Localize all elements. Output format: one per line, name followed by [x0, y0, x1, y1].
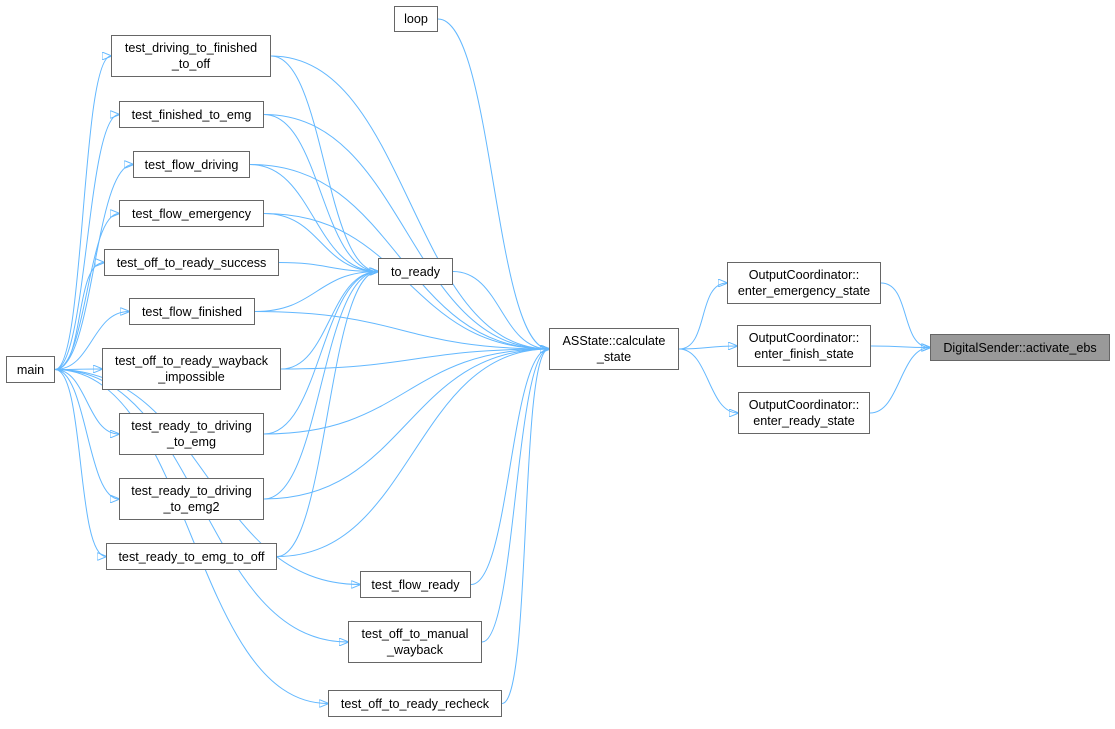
node-label: OutputCoordinator::: [748, 268, 860, 282]
edge-t_rtde2-to-calc: [263, 349, 549, 500]
node-test-off-to-ready-wayback-impossible[interactable]: test_off_to_ready_wayback _impossible: [102, 348, 281, 390]
edge-t_otrwi-to-calc: [280, 349, 549, 370]
node-loop[interactable]: loop: [394, 6, 438, 32]
edge-t_fr-to-calc: [470, 349, 549, 585]
node-label: test_ready_to_emg_to_off: [118, 549, 265, 564]
edge-oc_finish-to-target: [870, 346, 930, 348]
node-label: test_off_to_manual: [361, 627, 469, 641]
node-label: test_flow_emergency: [131, 206, 251, 221]
node-label: test_off_to_ready_success: [116, 255, 267, 270]
node-test-flow-emergency[interactable]: test_flow_emergency: [119, 200, 264, 227]
node-test-ready-to-driving-to-emg[interactable]: test_ready_to_driving _to_emg: [119, 413, 264, 455]
edge-calc-to-oc_emg: [678, 283, 727, 350]
node-label: to_ready: [390, 264, 440, 279]
edge-main-to-t_dfo: [54, 56, 111, 370]
edge-t_rteo-to-calc: [276, 349, 549, 557]
node-label: test_ready_to_driving: [131, 484, 252, 498]
edge-t_fte-to-calc: [263, 114, 549, 350]
node-label: _wayback: [386, 643, 443, 657]
edge-t_rtde-to-calc: [263, 349, 549, 435]
node-label: ASState::calculate: [562, 334, 666, 348]
node-label: OutputCoordinator::: [748, 398, 860, 412]
edge-t_otrr-to-calc: [501, 349, 549, 704]
node-label: test_finished_to_emg: [131, 107, 252, 122]
node-label: test_flow_finished: [141, 304, 243, 319]
node-label: _state: [596, 350, 632, 364]
node-test-flow-ready[interactable]: test_flow_ready: [360, 571, 471, 598]
node-test-finished-to-emg[interactable]: test_finished_to_emg: [119, 101, 264, 128]
node-test-off-to-ready-recheck[interactable]: test_off_to_ready_recheck: [328, 690, 502, 717]
node-label: test_flow_ready: [371, 577, 460, 592]
edge-t_ff-to-calc: [254, 311, 549, 350]
edge-t_fd-to-to_ready: [249, 164, 378, 272]
edge-t_rtde2-to-to_ready: [263, 272, 378, 500]
node-label: enter_finish_state: [754, 347, 854, 361]
edge-t_ff-to-to_ready: [254, 272, 378, 312]
node-label: DigitalSender::activate_ebs: [943, 340, 1097, 355]
node-enter-emergency-state[interactable]: OutputCoordinator:: enter_emergency_stat…: [727, 262, 881, 304]
edge-main-to-t_rtde: [54, 369, 119, 435]
edge-to_ready-to-calc: [452, 271, 549, 350]
node-enter-ready-state[interactable]: OutputCoordinator:: enter_ready_state: [738, 392, 870, 434]
edge-t_fe-to-to_ready: [263, 213, 378, 272]
edge-calc-to-oc_finish: [678, 346, 737, 349]
node-label: test_off_to_ready_wayback: [114, 354, 269, 368]
edge-t_fte-to-to_ready: [263, 114, 378, 272]
node-test-flow-driving[interactable]: test_flow_driving: [133, 151, 250, 178]
node-test-flow-finished[interactable]: test_flow_finished: [129, 298, 255, 325]
node-label: test_off_to_ready_recheck: [340, 696, 490, 711]
node-label: _impossible: [158, 370, 225, 384]
node-enter-finish-state[interactable]: OutputCoordinator:: enter_finish_state: [737, 325, 871, 367]
node-label: _to_emg2: [163, 500, 220, 514]
edge-oc_emg-to-target: [880, 282, 930, 348]
node-label: loop: [404, 12, 428, 26]
edge-main-to-t_rtde2: [54, 369, 119, 500]
edge-t_otmw-to-calc: [481, 349, 549, 643]
edge-loop-to-calc: [437, 18, 549, 349]
node-label: _to_off: [171, 57, 211, 71]
node-label: enter_ready_state: [753, 414, 855, 428]
edge-main-to-t_otrs: [54, 263, 104, 370]
node-label: _to_emg: [166, 435, 216, 449]
node-digitalsender-activate-ebs: DigitalSender::activate_ebs: [930, 334, 1110, 361]
edge-main-to-t_fe: [54, 214, 119, 370]
edge-t_dfo-to-calc: [270, 55, 549, 349]
edge-calc-to-oc_ready: [678, 348, 738, 413]
edge-t_fd-to-calc: [249, 164, 549, 350]
node-label: enter_emergency_state: [737, 284, 871, 298]
node-test-off-to-manual-wayback[interactable]: test_off_to_manual _wayback: [348, 621, 482, 663]
node-test-ready-to-driving-to-emg2[interactable]: test_ready_to_driving _to_emg2: [119, 478, 264, 520]
node-test-off-to-ready-success[interactable]: test_off_to_ready_success: [104, 249, 279, 276]
edge-main-to-t_fte: [54, 115, 119, 370]
edge-oc_ready-to-target: [869, 348, 930, 414]
edge-main-to-t_ff: [54, 312, 129, 370]
node-test-ready-to-emg-to-off[interactable]: test_ready_to_emg_to_off: [106, 543, 277, 570]
node-test-driving-to-finished-to-off[interactable]: test_driving_to_finished _to_off: [111, 35, 271, 77]
node-label: OutputCoordinator::: [748, 331, 860, 345]
node-label: test_driving_to_finished: [124, 41, 258, 55]
node-main[interactable]: main: [6, 356, 55, 383]
node-to-ready[interactable]: to_ready: [378, 258, 453, 285]
edge-main-to-t_rteo: [54, 369, 106, 557]
edge-t_rteo-to-to_ready: [276, 272, 378, 557]
edge-t_otrs-to-to_ready: [278, 262, 378, 272]
edge-t_dfo-to-to_ready: [270, 55, 378, 272]
node-label: main: [16, 362, 45, 377]
node-label: test_flow_driving: [144, 157, 239, 172]
node-asstate-calculate-state[interactable]: ASState::calculate _state: [549, 328, 679, 370]
edge-t_rtde-to-to_ready: [263, 272, 378, 435]
node-label: test_ready_to_driving: [131, 419, 252, 433]
